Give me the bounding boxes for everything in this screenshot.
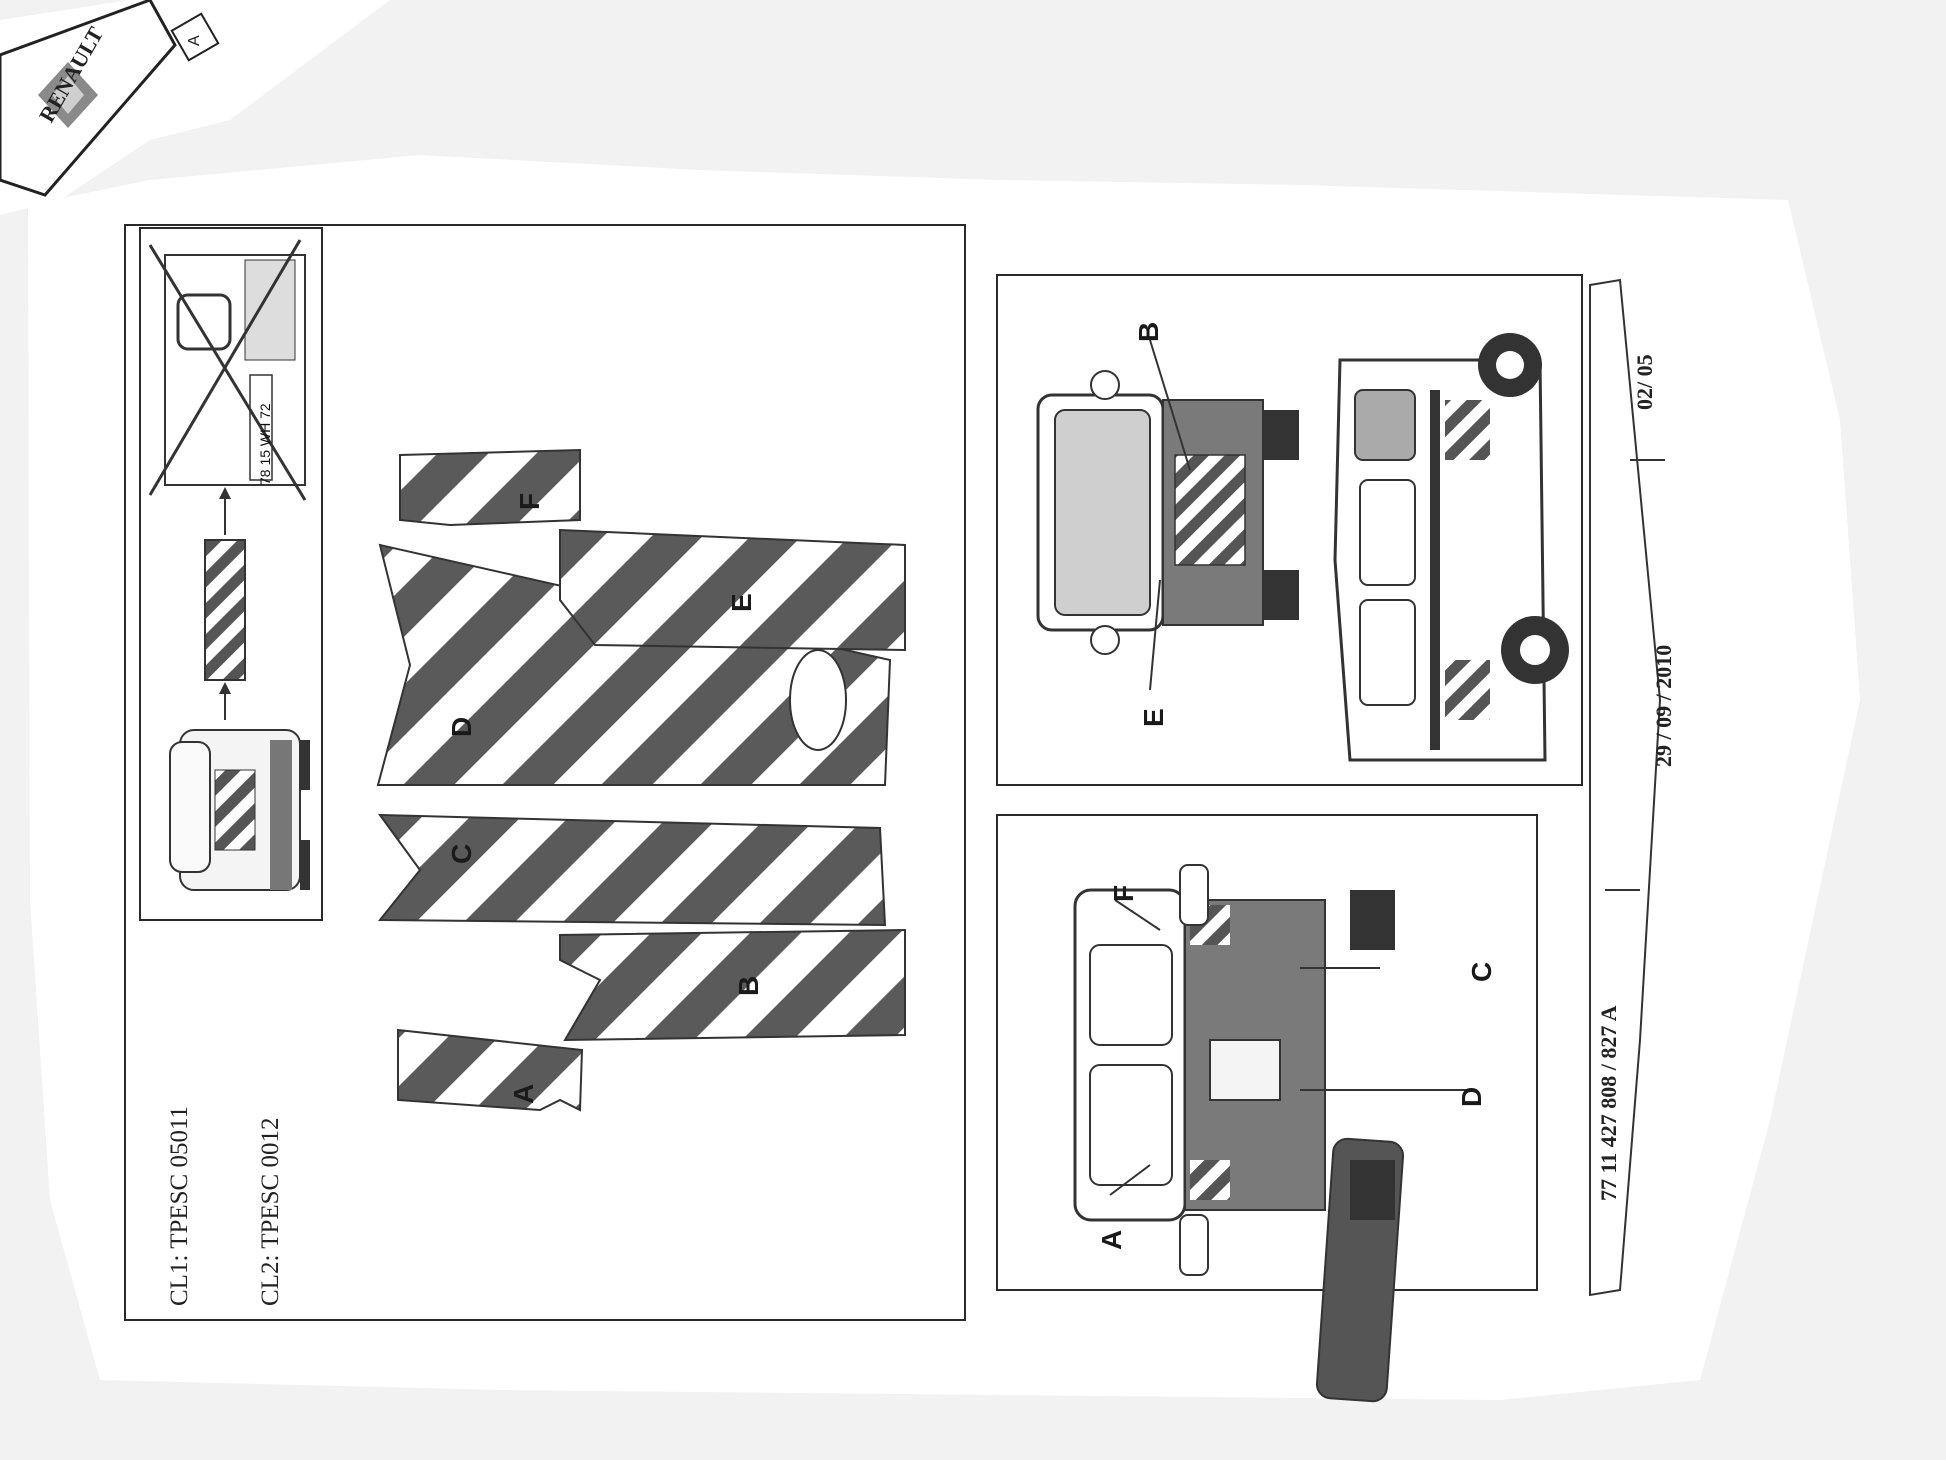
footer-page: 02/ 05: [1632, 354, 1657, 410]
part-b-label: B: [733, 975, 764, 996]
callout-a: A: [1096, 1229, 1127, 1250]
footer-part-number: 77 11 427 808 / 827 A: [1596, 1005, 1621, 1201]
crossed-out-plate: [148, 239, 307, 501]
license-plate: 78 15 WH 72: [257, 403, 273, 485]
callout-e: E: [1138, 708, 1169, 727]
stripe-sample: [204, 539, 246, 681]
part-e: [559, 528, 906, 652]
callout-c: C: [1466, 961, 1497, 982]
footer-strip: [1589, 278, 1665, 1297]
renault-logo: [38, 62, 98, 128]
part-c: [377, 813, 887, 927]
code-cl2: CL2: TPESC 0012: [257, 1117, 284, 1306]
rear-view-panel: [996, 814, 1538, 1291]
part-d-label: D: [446, 716, 477, 737]
small-van-front: [169, 729, 310, 891]
part-c-label: C: [446, 843, 477, 864]
front-side-view-panel: [996, 274, 1583, 786]
part-b: [559, 928, 906, 1042]
parts-panel: [124, 224, 966, 1321]
background-sheet: [0, 0, 390, 215]
part-d-cutout: [789, 649, 847, 751]
part-a: [397, 1028, 584, 1112]
callout-b: B: [1133, 321, 1164, 342]
van-front-view: [1036, 370, 1299, 655]
callout-f: F: [1108, 884, 1139, 902]
mirror-diagram-box: [139, 227, 323, 921]
code-cl1: CL1: TPESC 05011: [166, 1105, 193, 1306]
callout-d: D: [1456, 1086, 1487, 1107]
part-e-label: E: [726, 593, 757, 612]
van-rear-view: [1073, 864, 1405, 1403]
part-a-label: A: [508, 1083, 539, 1104]
box-letter: A: [186, 35, 203, 46]
footer-date: 29 / 09 / 2010: [1651, 644, 1676, 767]
van-side-view: [1333, 333, 1569, 762]
part-f: [399, 448, 581, 527]
callout-lines: [1109, 339, 1470, 1196]
part-f-label: F: [514, 492, 545, 510]
